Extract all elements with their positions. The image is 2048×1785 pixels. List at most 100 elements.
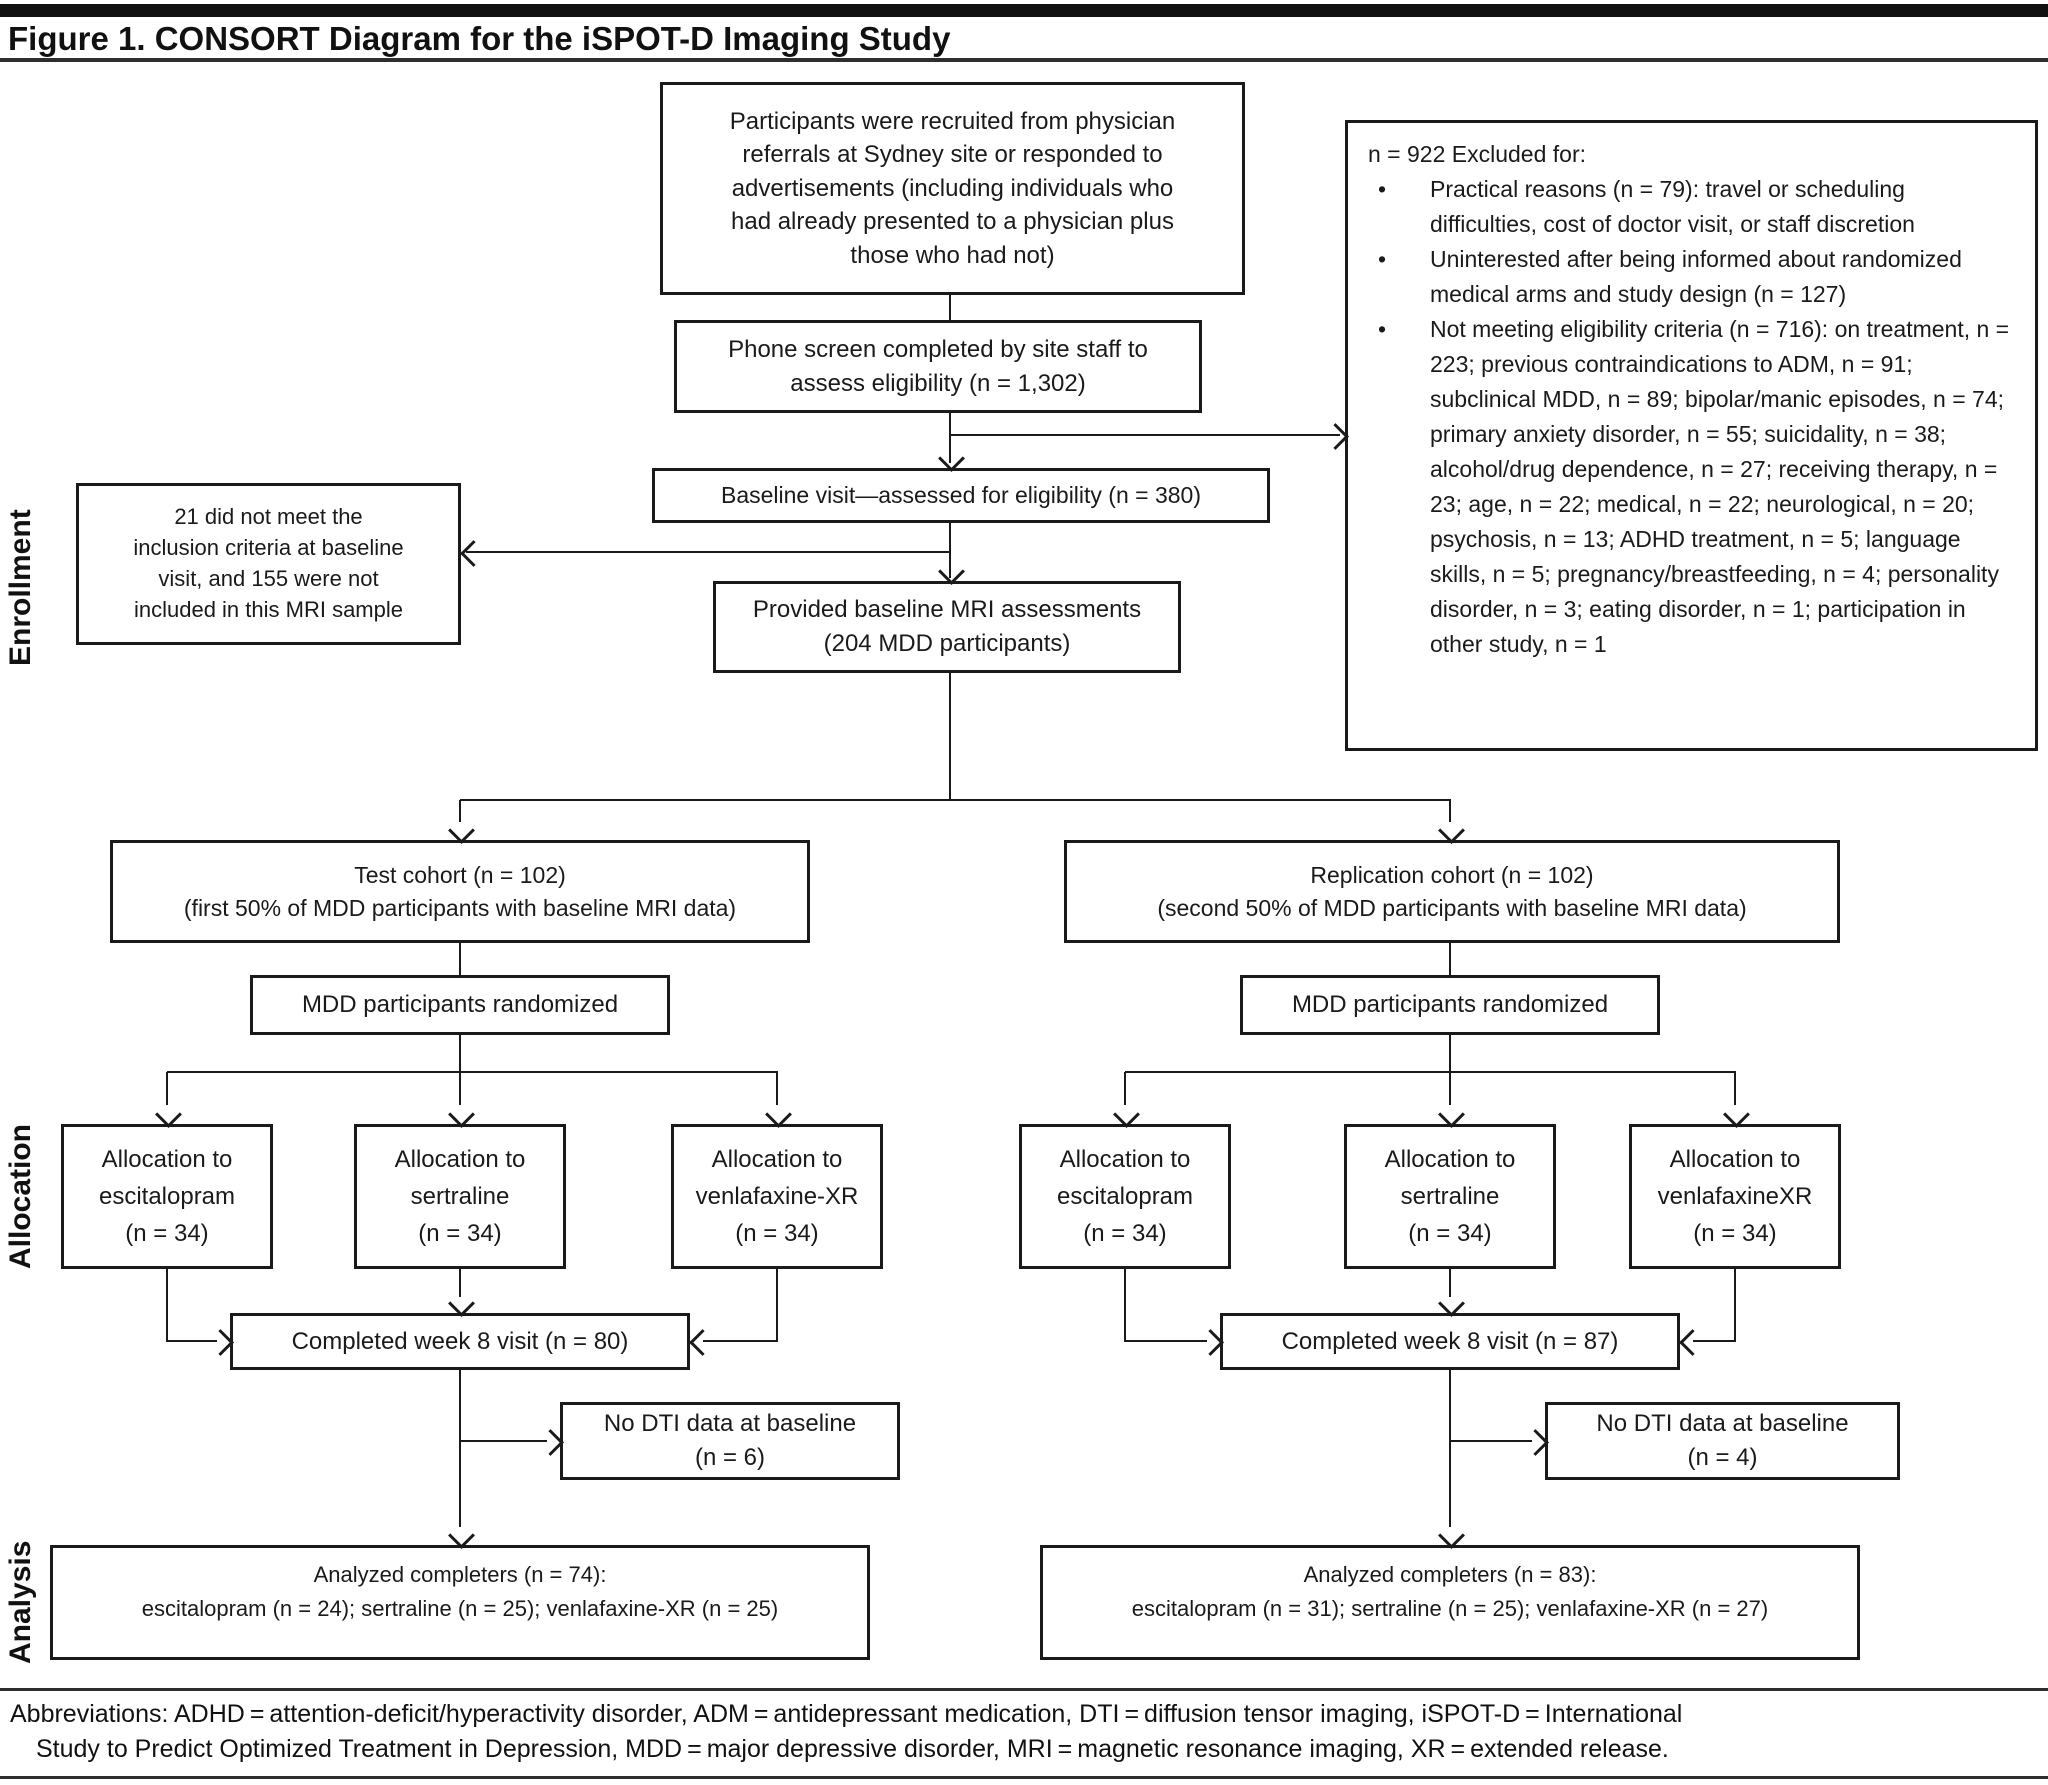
connector: [1449, 800, 1451, 822]
connector: [1449, 1370, 1451, 1527]
connector: [1449, 1072, 1451, 1105]
box-no-dti-test: No DTI data at baseline(n = 6): [560, 1402, 900, 1480]
box-randomized-test: MDD participants randomized: [250, 975, 670, 1035]
excluded-item-practical-text: Practical reasons (n = 79): travel or sc…: [1430, 176, 1915, 237]
footer-divider-top: [0, 1688, 2048, 1691]
connector: [776, 1269, 778, 1342]
box-completed-replication: Completed week 8 visit (n = 87): [1220, 1313, 1680, 1370]
abbreviations-line-1: Abbreviations: ADHD = attention-deficit/…: [10, 1700, 1683, 1728]
section-label-allocation: Allocation: [4, 1123, 37, 1269]
connector: [1124, 1072, 1126, 1105]
box-no-dti-test-text: No DTI data at baseline(n = 6): [603, 1410, 857, 1471]
box-mri-assessments-text: Provided baseline MRI assessments(204 MD…: [752, 596, 1142, 657]
box-replication-cohort: Replication cohort (n = 102)(second 50% …: [1064, 840, 1840, 943]
box-excluded: n = 922 Excluded for: • Practical reason…: [1345, 120, 2038, 751]
connector: [950, 434, 1340, 436]
section-label-enrollment: Enrollment: [4, 509, 37, 667]
connector: [1449, 1269, 1451, 1297]
connector: [166, 1072, 168, 1105]
connector: [167, 1340, 217, 1342]
connector: [459, 1370, 461, 1527]
box-baseline-visit-text: Baseline visit—assessed for eligibility …: [720, 482, 1202, 509]
connector: [1449, 943, 1451, 975]
connector: [1124, 1269, 1126, 1342]
section-label-analysis: Analysis: [4, 1540, 37, 1664]
title-divider: [0, 58, 2048, 62]
box-analyzed-test: Analyzed completers (n = 74):escitalopra…: [50, 1545, 870, 1660]
box-recruited: Participants were recruited from physici…: [660, 82, 1245, 295]
box-no-dti-replication: No DTI data at baseline(n = 4): [1545, 1402, 1900, 1480]
bullet-icon: •: [1378, 176, 1387, 202]
box-test-cohort: Test cohort (n = 102)(first 50% of MDD p…: [110, 840, 810, 943]
excluded-item-eligibility: • Not meeting eligibility criteria (n = …: [1368, 312, 2015, 662]
box-baseline-visit: Baseline visit—assessed for eligibility …: [652, 468, 1270, 523]
bullet-icon: •: [1378, 246, 1387, 272]
box-test-cohort-text: Test cohort (n = 102)(first 50% of MDD p…: [183, 862, 737, 921]
connector: [459, 1072, 461, 1105]
abbreviations-line-2: Study to Predict Optimized Treatment in …: [36, 1735, 1669, 1763]
arrowhead-left: [689, 1329, 716, 1356]
excluded-item-uninterested: • Uninterested after being informed abou…: [1368, 242, 2015, 312]
box-analyzed-test-text: Analyzed completers (n = 74):escitalopra…: [141, 1562, 779, 1622]
box-analyzed-replication-text: Analyzed completers (n = 83):escitalopra…: [1131, 1562, 1769, 1622]
box-randomized-replication-text: MDD participants randomized: [1291, 991, 1609, 1019]
box-mri-assessments: Provided baseline MRI assessments(204 MD…: [713, 581, 1181, 673]
connector: [703, 1340, 778, 1342]
footer-divider-bottom: [0, 1776, 2048, 1779]
connector: [460, 1440, 547, 1442]
connector: [1450, 1440, 1532, 1442]
arrowhead-left: [1679, 1329, 1706, 1356]
box-completed-replication-text: Completed week 8 visit (n = 87): [1281, 1327, 1619, 1355]
box-replication-cohort-text: Replication cohort (n = 102)(second 50% …: [1157, 862, 1747, 921]
connector: [459, 943, 461, 975]
bullet-icon: •: [1378, 316, 1387, 342]
top-rule: [0, 4, 2048, 17]
figure-title: Figure 1. CONSORT Diagram for the iSPOT-…: [8, 20, 951, 57]
box-completed-test-text: Completed week 8 visit (n = 80): [291, 1327, 629, 1355]
box-recruited-text: Participants were recruited from physici…: [729, 107, 1176, 269]
connector: [166, 1269, 168, 1342]
box-randomized-test-text: MDD participants randomized: [301, 991, 619, 1019]
connector: [949, 673, 951, 800]
excluded-item-eligibility-text: Not meeting eligibility criteria (n = 71…: [1430, 316, 2010, 657]
connector: [459, 1035, 461, 1072]
arrowhead-left: [460, 540, 487, 567]
connector: [949, 523, 951, 578]
connector: [1693, 1340, 1736, 1342]
box-analyzed-replication: Analyzed completers (n = 83):escitalopra…: [1040, 1545, 1860, 1660]
connector: [1125, 1071, 1736, 1073]
connector: [1449, 1035, 1451, 1072]
connector: [1125, 1340, 1207, 1342]
box-randomized-replication: MDD participants randomized: [1240, 975, 1660, 1035]
connector: [1734, 1269, 1736, 1342]
connector: [949, 295, 951, 320]
box-completed-test: Completed week 8 visit (n = 80): [230, 1313, 690, 1370]
connector: [949, 413, 951, 463]
connector: [459, 1269, 461, 1297]
connector: [459, 800, 461, 822]
connector: [776, 1072, 778, 1105]
connector: [466, 551, 950, 553]
connector: [1734, 1072, 1736, 1105]
box-no-dti-replication-text: No DTI data at baseline(n = 4): [1596, 1410, 1849, 1471]
connector: [460, 799, 1451, 801]
excluded-item-practical: • Practical reasons (n = 79): travel or …: [1368, 172, 2015, 242]
excluded-header: n = 922 Excluded for:: [1368, 141, 1587, 167]
